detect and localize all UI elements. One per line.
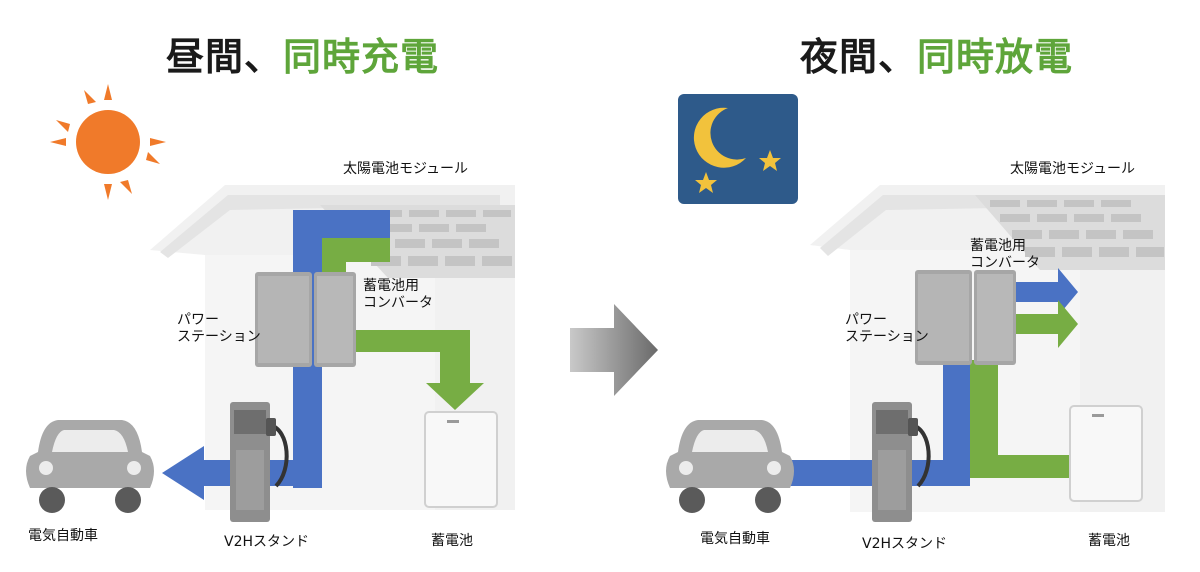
car-icon — [26, 420, 154, 513]
day-title: 昼間、同時充電 — [166, 26, 439, 81]
night-label-ev: 電気自動車 — [700, 531, 770, 547]
moon-icon — [678, 94, 798, 204]
day-label-solar-module: 太陽電池モジュール — [343, 161, 469, 177]
day-label-power-station-1: パワー — [177, 312, 219, 328]
day-label-ev: 電気自動車 — [28, 528, 98, 544]
night-label-v2h-stand: V2Hスタンド — [862, 536, 948, 552]
day-title-highlight: 同時充電 — [283, 35, 440, 79]
storage-battery — [424, 411, 498, 508]
day-label-battery: 蓄電池 — [431, 533, 473, 549]
night-label-power-station-1: パワー — [845, 312, 887, 328]
night-title: 夜間、同時放電 — [800, 26, 1073, 81]
day-diagram — [26, 84, 515, 522]
green-charge-flow — [322, 238, 484, 410]
right-arrow-icon — [570, 304, 658, 396]
night-label-converter-1: 蓄電池用 — [970, 238, 1026, 254]
nighttime-discharging-scene: 夜間、同時放電 — [600, 0, 1200, 572]
night-label-converter-2: コンバータ — [970, 255, 1040, 271]
night-diagram — [666, 94, 1165, 522]
day-label-converter-2: コンバータ — [363, 295, 433, 311]
sun-icon — [50, 84, 166, 200]
storage-battery — [1069, 405, 1143, 502]
converter-unit — [974, 270, 1016, 365]
power-station-unit — [255, 272, 312, 367]
power-station-unit — [915, 270, 972, 365]
night-title-prefix: 夜間、 — [800, 35, 918, 79]
green-discharge-flow — [970, 300, 1078, 478]
night-label-solar-module: 太陽電池モジュール — [1010, 161, 1136, 177]
day-label-power-station-2: ステーション — [177, 329, 261, 345]
v2h-stand — [872, 402, 931, 522]
day-title-prefix: 昼間、 — [166, 35, 284, 79]
night-label-battery: 蓄電池 — [1088, 533, 1130, 549]
converter-unit — [314, 272, 356, 367]
night-label-power-station-2: ステーション — [845, 329, 929, 345]
daytime-charging-scene: 昼間、同時充電 — [26, 26, 515, 550]
v2h-stand — [230, 402, 289, 522]
car-icon — [666, 420, 794, 513]
day-label-converter-1: 蓄電池用 — [363, 278, 419, 294]
night-title-highlight: 同時放電 — [917, 35, 1074, 79]
solar-panel — [975, 195, 1165, 270]
day-label-v2h-stand: V2Hスタンド — [224, 534, 310, 550]
